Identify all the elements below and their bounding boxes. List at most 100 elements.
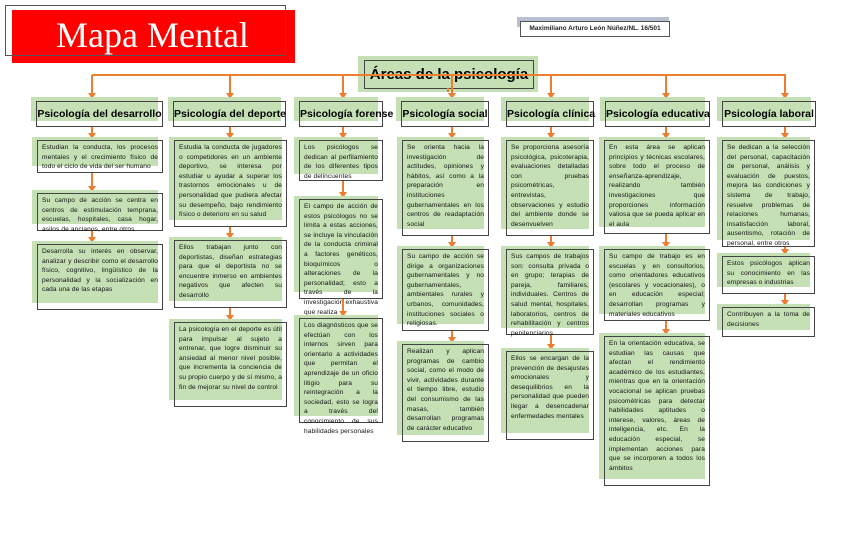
connector-line bbox=[451, 236, 453, 243]
box-fill bbox=[717, 253, 810, 287]
box-fill bbox=[294, 315, 378, 416]
connector-line bbox=[550, 75, 552, 95]
connector-line bbox=[550, 335, 552, 345]
connector-line bbox=[91, 231, 93, 238]
connector-line bbox=[342, 75, 344, 95]
box-fill bbox=[32, 241, 158, 303]
arrow-down-icon bbox=[339, 133, 347, 139]
box-fill bbox=[32, 190, 158, 224]
arrow-down-icon bbox=[339, 311, 347, 317]
concept-box: Contribuyen a la toma de decisiones bbox=[722, 307, 815, 337]
concept-box: Se proporciona asesoría psicológica, psi… bbox=[506, 140, 594, 236]
connector-line bbox=[451, 75, 453, 95]
box-fill bbox=[599, 246, 705, 314]
arrow-down-icon bbox=[448, 93, 456, 99]
page-title: Mapa Mental bbox=[56, 15, 249, 55]
title-frame bbox=[5, 5, 286, 56]
concept-box: Se orienta hacia la investigación de act… bbox=[402, 140, 489, 236]
arrow-down-icon bbox=[88, 133, 96, 139]
title-banner: Mapa Mental bbox=[12, 10, 295, 63]
column-heading: Psicología del deporte bbox=[173, 101, 286, 127]
arrow-down-icon bbox=[88, 237, 96, 243]
box-fill bbox=[169, 319, 282, 400]
box-fill bbox=[501, 246, 589, 328]
concept-box: Su campo de trabajo es en escuelas y en … bbox=[604, 249, 710, 321]
concept-box: Desarrolla su interés en observar, anali… bbox=[37, 244, 163, 310]
connector-line bbox=[784, 294, 786, 301]
concept-box: Estudia la conducta de jugadores o compe… bbox=[174, 140, 287, 227]
arrow-down-icon bbox=[339, 93, 347, 99]
arrow-down-icon bbox=[88, 186, 96, 192]
column-heading: Psicología social bbox=[401, 101, 489, 127]
arrow-down-icon bbox=[547, 133, 555, 139]
concept-box: En esta área se aplican principios y téc… bbox=[604, 140, 710, 234]
concept-box: Su campo de acción se dirige a organizac… bbox=[402, 249, 489, 331]
arrow-down-icon bbox=[339, 192, 347, 198]
connector-line bbox=[665, 234, 667, 243]
connector-line bbox=[229, 227, 231, 234]
arrow-down-icon bbox=[662, 242, 670, 248]
concept-box: Se dedican a la selección del personal, … bbox=[722, 140, 815, 247]
concept-box: Realizan y aplican programas de cambio s… bbox=[402, 344, 489, 442]
connector-line bbox=[342, 181, 344, 193]
column-heading: Psicología laboral bbox=[722, 101, 816, 127]
arrow-down-icon bbox=[226, 93, 234, 99]
arrow-down-icon bbox=[448, 242, 456, 248]
concept-box: Los diagnósticos que se efectúan con los… bbox=[299, 318, 383, 435]
concept-box: El campo de acción de estos psicólogos n… bbox=[299, 199, 383, 316]
arrow-down-icon bbox=[547, 242, 555, 248]
connector-line bbox=[550, 236, 552, 243]
connector-line bbox=[91, 75, 93, 95]
box-fill bbox=[501, 137, 589, 229]
column-heading: Psicología educativa bbox=[605, 101, 710, 127]
box-fill bbox=[501, 348, 589, 433]
arrow-down-icon bbox=[781, 93, 789, 99]
arrow-down-icon bbox=[226, 233, 234, 239]
connector-line bbox=[91, 173, 93, 187]
concept-box: Estos psicólogos aplican su conocimiento… bbox=[722, 256, 815, 294]
concept-box: Los psicólogos se dedican al perfilamien… bbox=[299, 140, 383, 181]
concept-box: Sus campos de trabajos son: consulta pri… bbox=[506, 249, 594, 337]
connector-line bbox=[665, 321, 667, 330]
arrow-down-icon bbox=[547, 344, 555, 350]
connector-line bbox=[342, 127, 344, 134]
box-fill bbox=[169, 137, 282, 220]
arrow-down-icon bbox=[226, 133, 234, 139]
box-fill bbox=[294, 137, 378, 174]
box-fill bbox=[397, 246, 484, 324]
arrow-down-icon bbox=[448, 133, 456, 139]
arrow-down-icon bbox=[781, 249, 789, 255]
connector-line bbox=[91, 127, 93, 134]
connector-line bbox=[451, 127, 453, 134]
arrow-down-icon bbox=[662, 329, 670, 335]
concept-box: Ellos se encargan de la prevención de de… bbox=[506, 351, 594, 440]
box-fill bbox=[717, 137, 810, 240]
column-heading: Psicología forense bbox=[299, 101, 393, 127]
arrow-down-icon bbox=[781, 133, 789, 139]
arrow-down-icon bbox=[662, 93, 670, 99]
box-fill bbox=[32, 137, 158, 166]
concept-box: Ellos trabajan junto con deportistas, di… bbox=[174, 240, 287, 308]
arrow-down-icon bbox=[547, 93, 555, 99]
box-fill bbox=[397, 137, 484, 229]
connector-line bbox=[665, 75, 667, 95]
arrow-down-icon bbox=[226, 315, 234, 321]
column-heading: Psicología clínica bbox=[506, 101, 595, 127]
box-fill bbox=[717, 304, 810, 330]
connector-line bbox=[229, 75, 231, 95]
arrow-down-icon bbox=[448, 337, 456, 343]
connector-line bbox=[784, 247, 786, 250]
concept-box: En la orientación educativa, se estudian… bbox=[604, 336, 710, 486]
concept-box: La psicología en el deporte es útil para… bbox=[174, 322, 287, 407]
connector-line bbox=[784, 75, 786, 95]
connector-line bbox=[229, 127, 231, 134]
arrow-down-icon bbox=[88, 93, 96, 99]
box-fill bbox=[397, 341, 484, 435]
box-fill bbox=[294, 196, 378, 292]
box-fill bbox=[599, 137, 705, 227]
connector-line bbox=[550, 127, 552, 134]
concept-box: Su campo de acción se centra en centros … bbox=[37, 193, 163, 233]
arrow-down-icon bbox=[781, 300, 789, 306]
connector-line bbox=[665, 127, 667, 134]
connector-central-down bbox=[447, 88, 449, 92]
